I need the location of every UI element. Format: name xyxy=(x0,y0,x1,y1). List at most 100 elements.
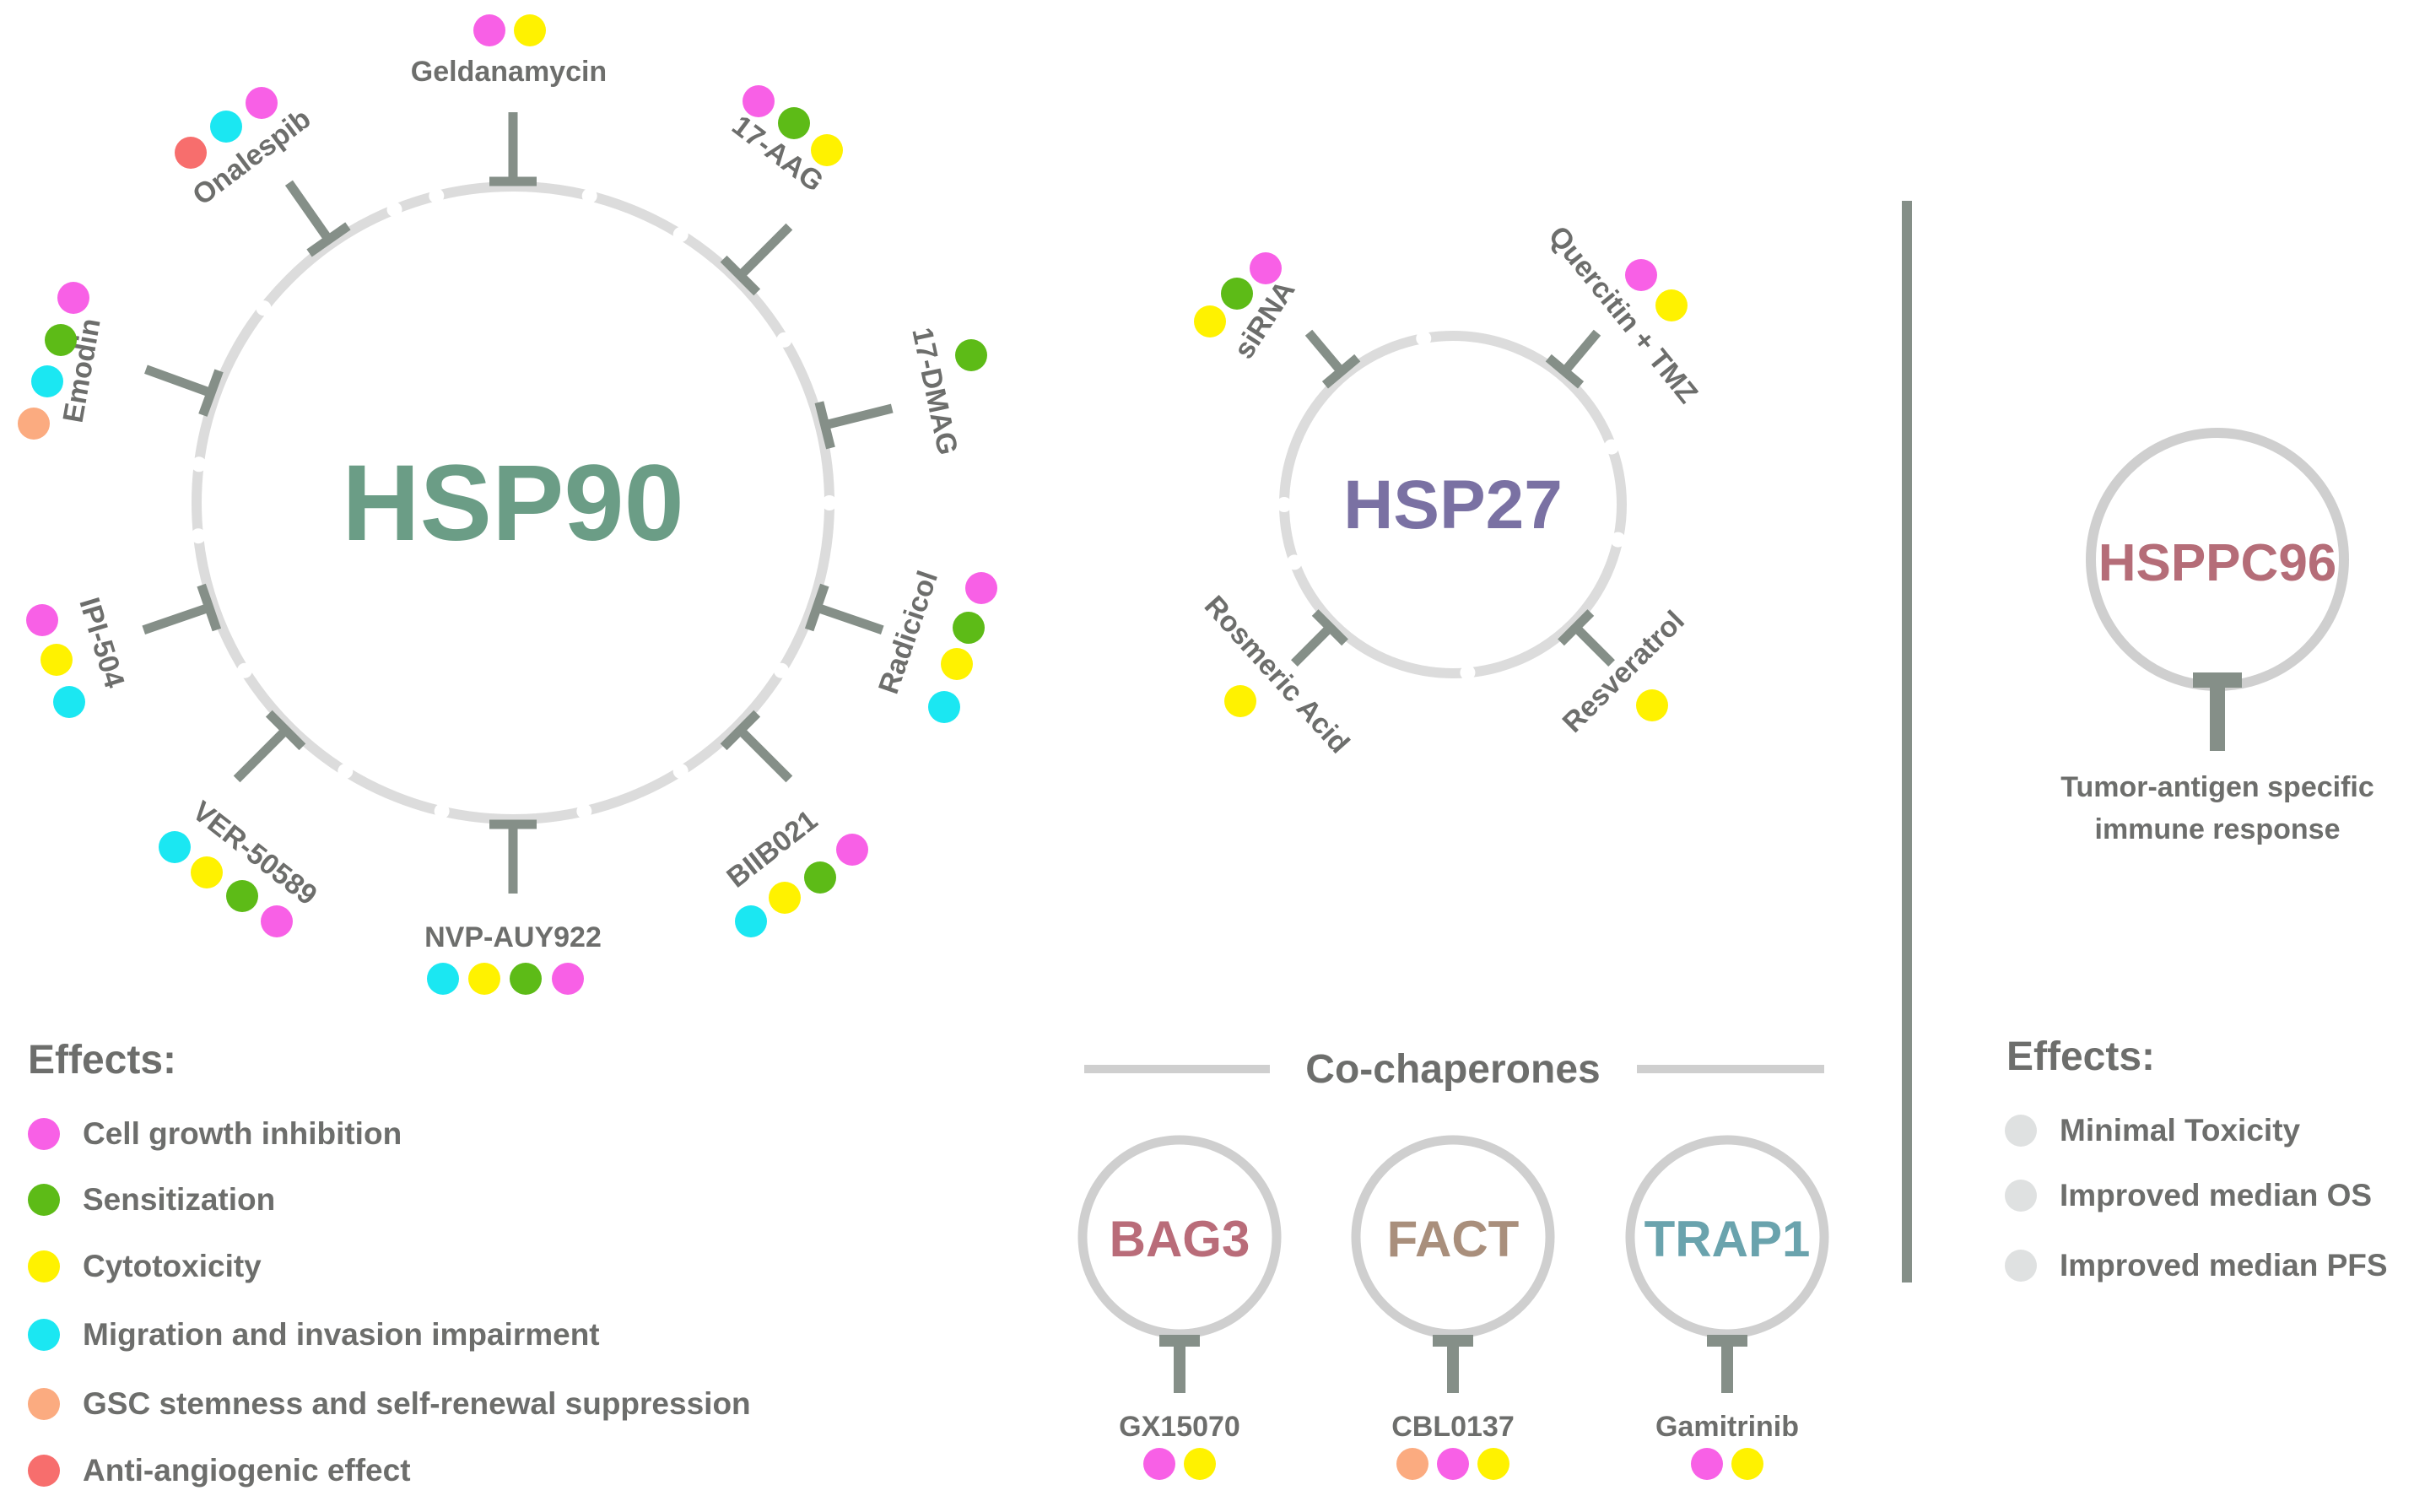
hsp90-drug-7-inhibitor xyxy=(142,583,222,634)
hsp90-drug-4-inhibitor xyxy=(720,710,793,783)
hsp27-drug: siRNA xyxy=(1194,252,1361,389)
legend-item-label: Improved median OS xyxy=(2060,1178,2372,1212)
ring-gap xyxy=(581,188,597,204)
hsppc96-group: HSPPC96 Tumor-antigen specific immune re… xyxy=(2060,428,2374,845)
cochaperone-2-ring xyxy=(1625,1135,1829,1339)
hsp90-drug-2-inhibitor xyxy=(814,401,894,450)
legend-item: Cell growth inhibition xyxy=(28,1116,402,1151)
ring-gap xyxy=(1610,532,1626,548)
hsp90-drug: 17-AAG xyxy=(720,85,843,296)
hsp90-drug-label: Radicicol xyxy=(872,567,944,698)
hsp90-drug-5-inhibitor xyxy=(489,819,537,894)
hsp90-drug-1-cytotoxicity-marker xyxy=(811,134,843,166)
cochaperone-1-inhibitor xyxy=(1433,1335,1473,1393)
hsp27-title: HSP27 xyxy=(1343,467,1563,543)
ring-gap xyxy=(386,202,402,218)
ring-gap xyxy=(1460,665,1476,681)
hsp90-drug-0-growth-marker xyxy=(473,14,505,46)
legend-item: Minimal Toxicity xyxy=(2005,1113,2301,1148)
hsp90-drug-8-stemness-marker xyxy=(18,408,50,440)
hsp90-drug-8-migration-marker xyxy=(31,365,63,397)
legend-swatch-stemness xyxy=(28,1388,60,1420)
legend-item: Migration and invasion impairment xyxy=(28,1317,600,1352)
hsppc96-target-line-2: immune response xyxy=(2095,813,2341,845)
hsp90-drug-6-migration-marker xyxy=(159,831,191,863)
cochaperone-2-label: TRAP1 xyxy=(1644,1211,1811,1267)
legend-item-label: Improved median PFS xyxy=(2060,1248,2388,1282)
ring-gap xyxy=(1603,439,1619,455)
hsppc96-target-line-1: Tumor-antigen specific xyxy=(2060,771,2374,803)
cochaperone-0-cytotoxicity-marker xyxy=(1184,1448,1216,1480)
ring-gap xyxy=(1277,497,1292,512)
hsp27-drug-2-inhibitor xyxy=(1558,609,1615,667)
legend-item: Cytotoxicity xyxy=(28,1249,262,1283)
ring-gap xyxy=(774,662,790,678)
hsp27-drug-0-inhibitor xyxy=(1304,329,1361,389)
hsp27-drug-1-inhibitor xyxy=(1545,329,1601,389)
cochaperone-0-ring xyxy=(1077,1135,1282,1339)
hsp27-drug-1-cytotoxicity-marker xyxy=(1655,289,1688,321)
ring-gap xyxy=(434,803,450,819)
hsp90-title: HSP90 xyxy=(342,443,684,564)
hsp90-drug-9-angiogenic-marker xyxy=(175,137,207,169)
hsp90-drug: Emodin xyxy=(18,282,224,440)
hsp90-drug-5-sensitization-marker xyxy=(510,963,542,995)
hsp27-drug-1-growth-marker xyxy=(1625,259,1657,291)
cochaperone-1-growth-marker xyxy=(1437,1448,1469,1480)
hsp27-drug-2-cytotoxicity-marker xyxy=(1636,689,1668,721)
hsp90-drug-8-growth-marker xyxy=(57,282,89,314)
hsp90-drug-3-sensitization-marker xyxy=(953,612,985,644)
legend-item: Improved median PFS xyxy=(2005,1248,2388,1282)
hsp90-drug-6-inhibitor xyxy=(233,710,306,783)
hsppc96-inhibition-bar xyxy=(2193,672,2242,751)
hsp90-drug: Onalespib xyxy=(175,87,351,257)
hsp90-drug-8-inhibitor xyxy=(144,364,224,417)
ring-gap xyxy=(1287,554,1303,570)
hsp90-ring-gaps xyxy=(191,188,837,819)
cochaperone-0-label: BAG3 xyxy=(1110,1211,1250,1267)
cochaperone-1-drug-label: CBL0137 xyxy=(1391,1411,1515,1443)
hsp90-drug-label: 17-DMAG xyxy=(905,325,964,458)
hsp90-drug-3-inhibitor xyxy=(804,583,884,634)
hsp90-drug-7-growth-marker xyxy=(26,604,58,636)
hsp27-drug-0-cytotoxicity-marker xyxy=(1194,305,1226,338)
hsp90-drug-7-migration-marker xyxy=(53,686,85,718)
legend-item: GSC stemness and self-renewal suppressio… xyxy=(28,1386,751,1421)
hsp90-drug-6-growth-marker xyxy=(261,905,293,937)
ring-gap xyxy=(256,300,272,316)
hsp90-drug-1-sensitization-marker xyxy=(778,107,810,139)
hsp90-drug-1-growth-marker xyxy=(743,85,775,117)
hsp90-drug-1-inhibitor xyxy=(720,223,793,296)
hsp90-drug-5-growth-marker xyxy=(552,963,584,995)
legend-item-label: GSC stemness and self-renewal suppressio… xyxy=(83,1386,751,1421)
hsppc96-title: HSPPC96 xyxy=(2098,534,2337,592)
hsp90-drug-9-inhibitor xyxy=(284,180,351,257)
ring-gap xyxy=(672,226,689,242)
legend-item-label: Anti-angiogenic effect xyxy=(83,1453,411,1488)
hsp27-drug: Resveratrol xyxy=(1557,605,1691,739)
hsp90-drug: Geldanamycin xyxy=(411,14,607,186)
ring-gap xyxy=(236,662,252,678)
hsp27-ring-gaps xyxy=(1277,331,1626,681)
legend-left: Effects: Cell growth inhibitionSensitiza… xyxy=(28,1038,751,1488)
legend-swatch-cytotoxicity xyxy=(28,1250,60,1282)
hsp90-drug-7-cytotoxicity-marker xyxy=(41,644,73,676)
ring-gap xyxy=(776,332,792,348)
legend-right-title: Effects: xyxy=(2006,1034,2155,1079)
legend-item: Improved median OS xyxy=(2005,1178,2372,1212)
hsp90-drug-9-migration-marker xyxy=(210,111,242,143)
cochaperone-0-growth-marker xyxy=(1143,1448,1175,1480)
cochaperone-0-drug-label: GX15070 xyxy=(1119,1411,1240,1443)
ring-gap xyxy=(338,764,354,780)
hsp90-drug: BIIB021 xyxy=(720,710,868,937)
cochaperones-title: Co-chaperones xyxy=(1305,1047,1600,1092)
hsp90-drug-9-growth-marker xyxy=(246,87,278,119)
ring-gap xyxy=(191,528,207,544)
legend-item-label: Minimal Toxicity xyxy=(2060,1113,2301,1148)
hsp90-drug: IPI-504 xyxy=(26,583,222,718)
